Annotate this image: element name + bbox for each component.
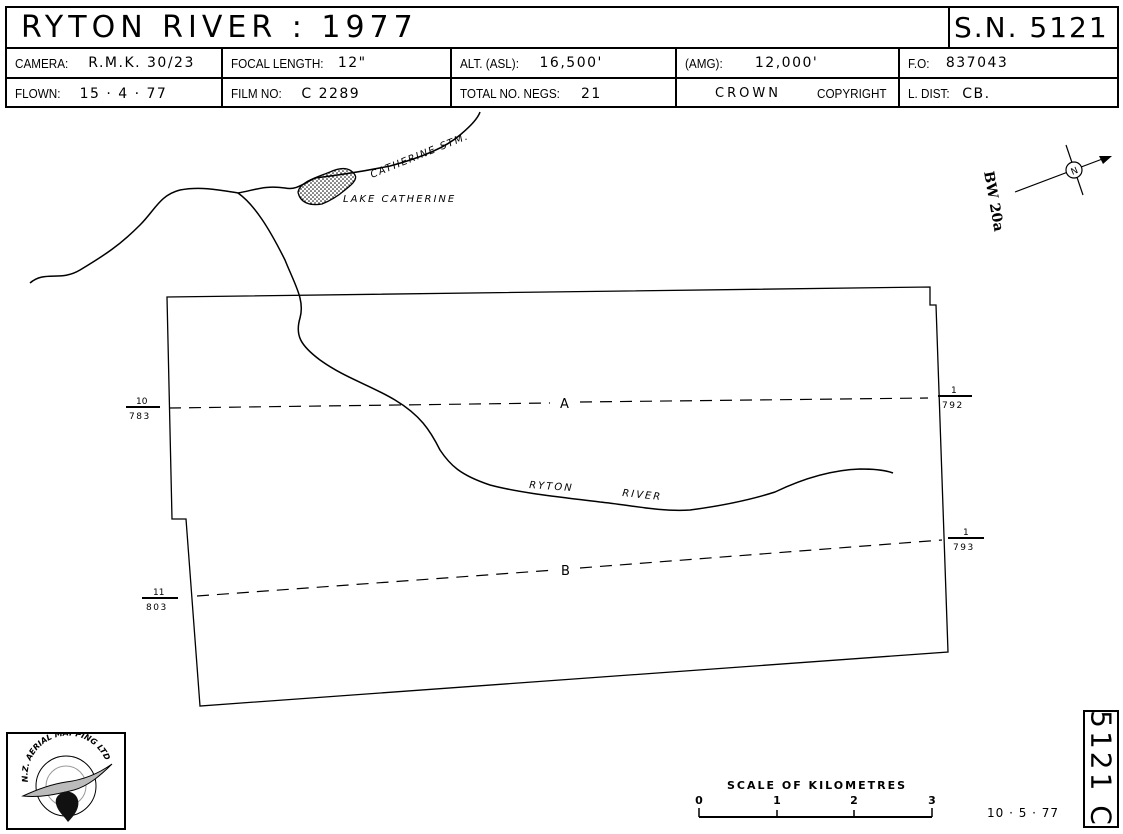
side-code: 5121 C bbox=[1084, 710, 1118, 828]
alt-cell: ALT. (ASL): 16,500' bbox=[452, 49, 677, 77]
run-b-start-strip: 11 bbox=[153, 588, 164, 598]
lake-label: LAKE CATHERINE bbox=[343, 194, 456, 205]
ldist-label: L. DIST: bbox=[908, 86, 950, 101]
camera-value: R.M.K. 30/23 bbox=[88, 55, 195, 71]
logo-emblem-icon: N.Z. AERIAL MAPPING LTD bbox=[20, 728, 113, 822]
scale-title: SCALE OF KILOMETRES bbox=[727, 779, 908, 792]
ryton-river bbox=[237, 192, 894, 512]
side-code-box: 5121 C bbox=[1083, 710, 1119, 828]
run-b-label: B bbox=[561, 564, 570, 579]
copyright-text: COPYRIGHT bbox=[816, 86, 887, 101]
run-b-end: 1 793 bbox=[948, 528, 984, 553]
scale-tick-0: 0 bbox=[695, 794, 703, 807]
stream-label: CATHERINE STM. bbox=[369, 131, 471, 181]
flight-line-b-right bbox=[579, 539, 943, 569]
flight-line-b bbox=[196, 569, 556, 597]
run-a-start-photo: 783 bbox=[129, 412, 151, 422]
film-cell: FILM NO: C 2289 bbox=[223, 79, 452, 108]
copyright-cell: CROWN COPYRIGHT bbox=[677, 79, 900, 108]
sheet-reference: BW 20a bbox=[980, 170, 1006, 233]
run-a-end: 1 792 bbox=[938, 386, 972, 411]
ldist-cell: L. DIST: CB. bbox=[900, 79, 1117, 108]
header-row-title: RYTON RIVER : 1977 S.N. 5121 C bbox=[7, 8, 1117, 49]
river-label-river: RIVER bbox=[622, 488, 663, 503]
ldist-value: CB. bbox=[962, 85, 991, 102]
run-b-start: 11 803 bbox=[142, 588, 178, 613]
amg-value: 12,000' bbox=[754, 55, 819, 71]
coverage-boundary bbox=[166, 286, 949, 707]
fo-cell: F.O: 837043 bbox=[900, 49, 1117, 77]
north-arrow-icon: N bbox=[1014, 144, 1112, 196]
header-table: RYTON RIVER : 1977 S.N. 5121 C CAMERA: R… bbox=[5, 6, 1119, 108]
flight-line-a-right bbox=[579, 397, 929, 403]
negs-value: 21 bbox=[581, 85, 602, 102]
focal-value: 12" bbox=[337, 55, 367, 71]
sn-cell: S.N. 5121 C bbox=[950, 8, 1117, 47]
focal-label: FOCAL LENGTH: bbox=[231, 55, 324, 71]
alt-value: 16,500' bbox=[539, 55, 603, 71]
negs-label: TOTAL NO. NEGS: bbox=[460, 86, 560, 101]
run-a-end-photo: 792 bbox=[942, 401, 964, 411]
scale-tick-1: 1 bbox=[773, 794, 781, 807]
scale-bar: 0 1 2 3 bbox=[695, 794, 936, 818]
run-a-end-strip: 1 bbox=[951, 386, 957, 396]
flown-value: 15 · 4 · 77 bbox=[79, 85, 168, 102]
river-label-ryton: RYTON bbox=[529, 480, 574, 494]
flown-cell: FLOWN: 15 · 4 · 77 bbox=[7, 79, 223, 108]
run-a-start: 10 783 bbox=[126, 397, 160, 422]
alt-label: ALT. (ASL): bbox=[460, 55, 519, 71]
amg-cell: (AMG): 12,000' bbox=[677, 49, 900, 77]
negs-cell: TOTAL NO. NEGS: 21 bbox=[452, 79, 677, 108]
fo-value: 837043 bbox=[945, 55, 1009, 71]
catherine-stream bbox=[237, 111, 481, 194]
header-row-camera: CAMERA: R.M.K. 30/23 FOCAL LENGTH: 12" A… bbox=[7, 49, 1117, 79]
focal-cell: FOCAL LENGTH: 12" bbox=[223, 49, 452, 77]
company-logo: N.Z. AERIAL MAPPING LTD bbox=[6, 728, 126, 830]
run-b-end-strip: 1 bbox=[963, 528, 969, 538]
run-a-start-strip: 10 bbox=[136, 397, 148, 407]
amg-label: (AMG): bbox=[685, 55, 723, 71]
scale-tick-3: 3 bbox=[928, 794, 936, 807]
film-label: FILM NO: bbox=[231, 86, 282, 101]
map-title: RYTON RIVER : 1977 bbox=[21, 10, 418, 45]
lake-catherine bbox=[297, 167, 357, 206]
run-b-end-photo: 793 bbox=[953, 543, 975, 553]
compilation-date: 10 · 5 · 77 bbox=[987, 806, 1060, 820]
run-a-label: A bbox=[560, 397, 569, 412]
film-value: C 2289 bbox=[301, 85, 361, 102]
run-b-start-photo: 803 bbox=[146, 603, 168, 613]
camera-cell: CAMERA: R.M.K. 30/23 bbox=[7, 49, 223, 77]
camera-label: CAMERA: bbox=[15, 55, 69, 71]
flown-label: FLOWN: bbox=[15, 86, 61, 101]
scale-tick-2: 2 bbox=[850, 794, 858, 807]
crown-text: CROWN bbox=[715, 86, 781, 101]
serial-number: S.N. 5121 C bbox=[954, 11, 1117, 44]
north-symbol: N bbox=[1070, 166, 1080, 178]
title-cell: RYTON RIVER : 1977 bbox=[7, 8, 950, 47]
header-row-flight: FLOWN: 15 · 4 · 77 FILM NO: C 2289 TOTAL… bbox=[7, 79, 1117, 108]
western-stream bbox=[29, 187, 239, 284]
fo-label: F.O: bbox=[908, 55, 930, 71]
flight-line-a bbox=[168, 402, 551, 409]
